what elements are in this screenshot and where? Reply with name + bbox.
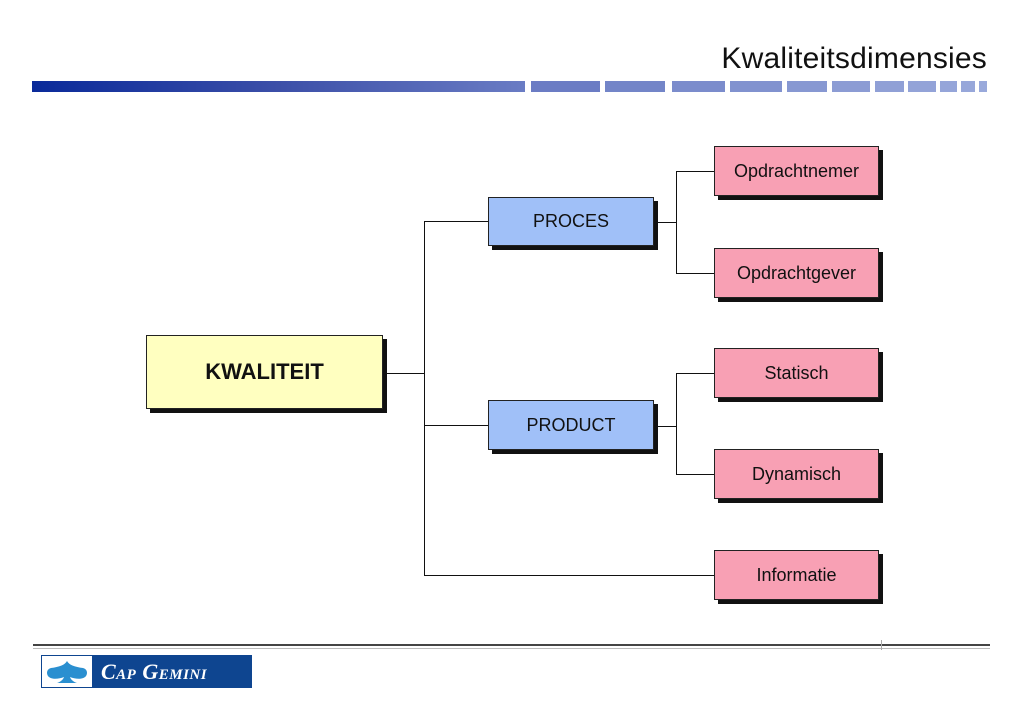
node-label: PROCES (532, 211, 610, 231)
connector-line (424, 575, 714, 576)
connector-line (654, 426, 676, 427)
node-opdrachtnemer: Opdrachtnemer (714, 146, 879, 196)
header-bar-segment (531, 81, 600, 92)
cap-gemini-logo: Cap Gemini (41, 655, 252, 688)
spade-icon (41, 655, 93, 688)
connector-line (676, 373, 677, 475)
header-bar-segment (605, 81, 665, 92)
node-label: Informatie (756, 564, 837, 585)
node-proces: PROCES (488, 197, 654, 246)
header-bar-segment (908, 81, 936, 92)
node-kwaliteit: KWALITEIT (146, 335, 383, 409)
slide-title: Kwaliteitsdimensies (721, 42, 987, 75)
header-bar-segment (787, 81, 827, 92)
node-label: Statisch (764, 362, 829, 383)
connector-line (676, 273, 714, 274)
footer-divider (33, 644, 990, 646)
connector-line (384, 373, 425, 374)
node-label: PRODUCT (526, 414, 616, 435)
node-label: KWALITEIT (205, 359, 324, 384)
connector-line (676, 171, 714, 172)
header-bar-segment (672, 81, 725, 92)
footer-divider-tick (881, 640, 882, 650)
header-bar-segment (961, 81, 975, 92)
connector-line (424, 425, 488, 426)
header-bar-segment (979, 81, 987, 92)
connector-line (676, 474, 714, 475)
node-dynamisch: Dynamisch (714, 449, 879, 499)
node-label: Opdrachtgever (736, 262, 857, 283)
header-bar-segment (875, 81, 904, 92)
connector-line (676, 373, 714, 374)
logo-text: Cap Gemini (101, 658, 208, 684)
node-statisch: Statisch (714, 348, 879, 398)
header-bar-segment (940, 81, 957, 92)
node-opdrachtgever: Opdrachtgever (714, 248, 879, 298)
connector-line (424, 221, 425, 576)
header-bar-segment (730, 81, 782, 92)
header-bar-segment (832, 81, 870, 92)
node-product: PRODUCT (488, 400, 654, 450)
connector-line (676, 171, 677, 274)
connector-line (654, 222, 676, 223)
footer-divider-thin (33, 648, 990, 649)
connector-line (424, 221, 488, 222)
node-informatie: Informatie (714, 550, 879, 600)
node-label: Dynamisch (751, 463, 842, 484)
node-label: Opdrachtnemer (733, 160, 860, 181)
header-bar (32, 81, 525, 92)
